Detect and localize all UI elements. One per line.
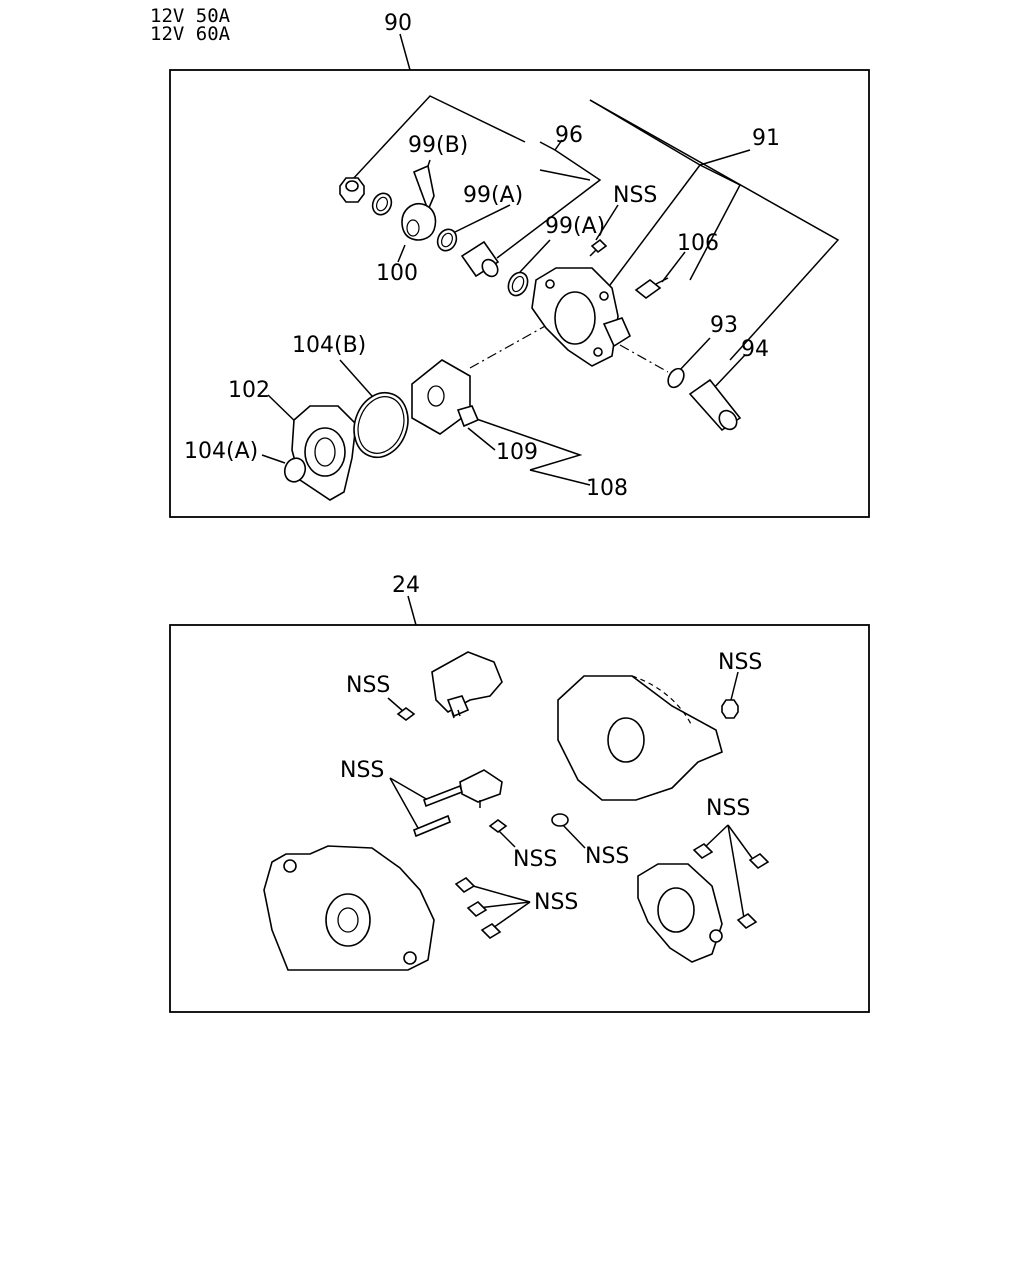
housing-icon [531,267,632,367]
bolt-icon [413,814,451,838]
o-ring-icon [353,391,409,459]
label-104b[interactable]: 104(B) [292,333,366,358]
ref-label-90[interactable]: 90 [384,11,412,36]
label-94[interactable]: 94 [741,337,769,362]
terminal-icon [401,164,437,241]
label-99a-2[interactable]: 99(A) [545,214,605,239]
label-106[interactable]: 106 [677,231,719,256]
washer-icon [551,813,569,827]
housing-icon [291,405,357,501]
bolt-icon [396,707,416,721]
rectifier-icon [411,359,480,435]
bolt-icon [634,277,669,300]
ref-label-24[interactable]: 24 [392,573,420,598]
nss-label-2[interactable]: NSS [718,650,762,675]
o-ring-icon [283,457,307,483]
nss-label-5[interactable]: NSS [513,847,557,872]
o-ring-icon [436,228,458,252]
assembly-box-24: 24 [169,573,870,1013]
bolt-icon [454,876,476,894]
nss-label-7[interactable]: NSS [534,890,578,915]
housing-icon [263,845,435,971]
label-104a[interactable]: 104(A) [184,439,258,464]
bolt-icon [423,784,463,808]
header-line-1: 12V 50A [150,5,231,27]
label-93[interactable]: 93 [710,313,738,338]
bolt-icon [736,912,758,930]
terminal-icon [459,769,503,808]
label-109[interactable]: 109 [496,440,538,465]
o-ring-icon [371,192,393,216]
label-108[interactable]: 108 [586,476,628,501]
bolt-icon [589,238,608,257]
nss-label-1[interactable]: NSS [346,673,390,698]
label-nss[interactable]: NSS [613,183,657,208]
connector-icon [431,651,503,719]
bolt-icon [466,900,488,918]
label-99b[interactable]: 99(B) [408,133,468,158]
bolt-icon [748,852,770,870]
nss-label-6[interactable]: NSS [585,844,629,869]
label-91[interactable]: 91 [752,126,780,151]
bolt-icon [480,922,502,940]
assembly-box-90: 90 [169,11,870,518]
label-99a-1[interactable]: 99(A) [463,183,523,208]
label-96[interactable]: 96 [555,123,583,148]
box-frame-2 [169,624,870,1013]
box-frame-1 [169,69,870,518]
nss-label-4[interactable]: NSS [706,796,750,821]
housing-icon [637,863,723,963]
o-ring-icon [507,271,529,297]
bolt-icon [460,240,500,278]
header-line-2: 12V 60A [150,23,231,45]
leader-lines-2 [387,671,753,931]
nss-label-3[interactable]: NSS [340,758,384,783]
terminal-icon [688,378,742,432]
bolt-icon [488,819,508,833]
nut-icon [339,177,365,203]
nut-icon [721,699,739,719]
bolt-icon [692,842,714,860]
label-102[interactable]: 102 [228,378,270,403]
label-100[interactable]: 100 [376,261,418,286]
o-ring-icon [667,367,685,389]
housing-icon [557,675,723,801]
